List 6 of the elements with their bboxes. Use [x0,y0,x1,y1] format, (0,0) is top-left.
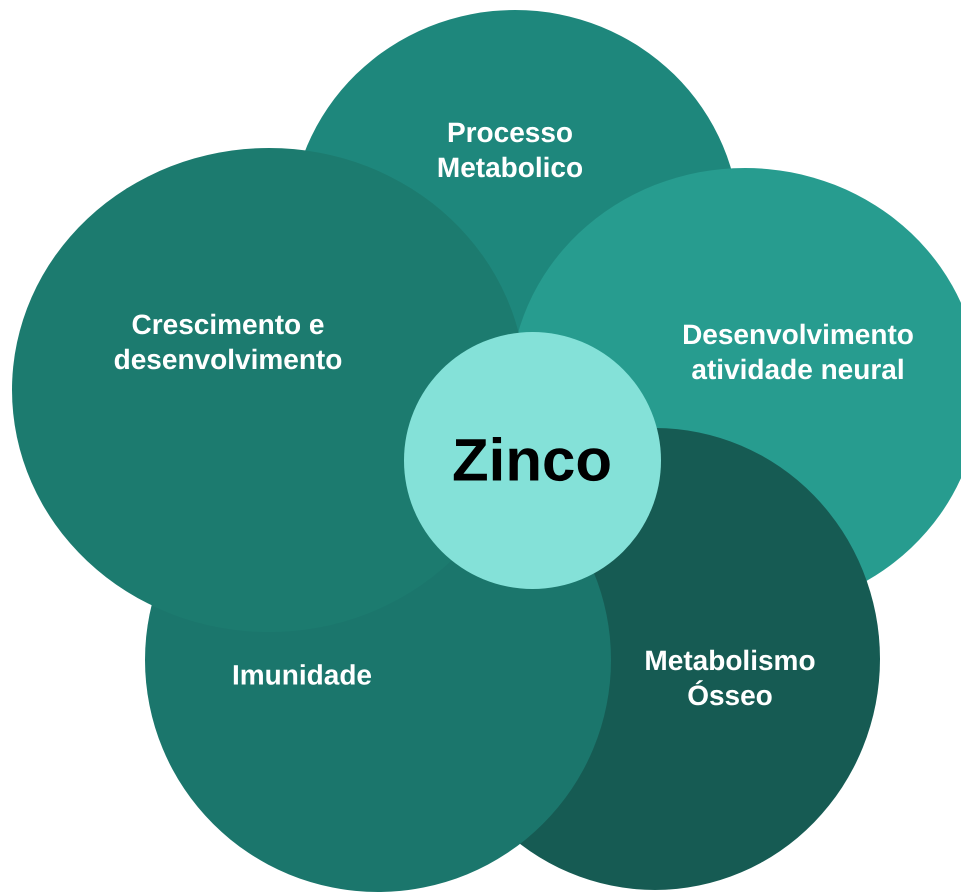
circle-label: Desenvolvimento atividade neural [681,318,915,387]
circle-label: Processo Metabolico [436,116,584,185]
circle-label: Metabolismo Ósseo [643,644,817,713]
circle-label: Imunidade [232,658,372,692]
circle-label: Zinco [452,426,612,496]
circle-label: Crescimento e desenvolvimento [112,308,344,377]
